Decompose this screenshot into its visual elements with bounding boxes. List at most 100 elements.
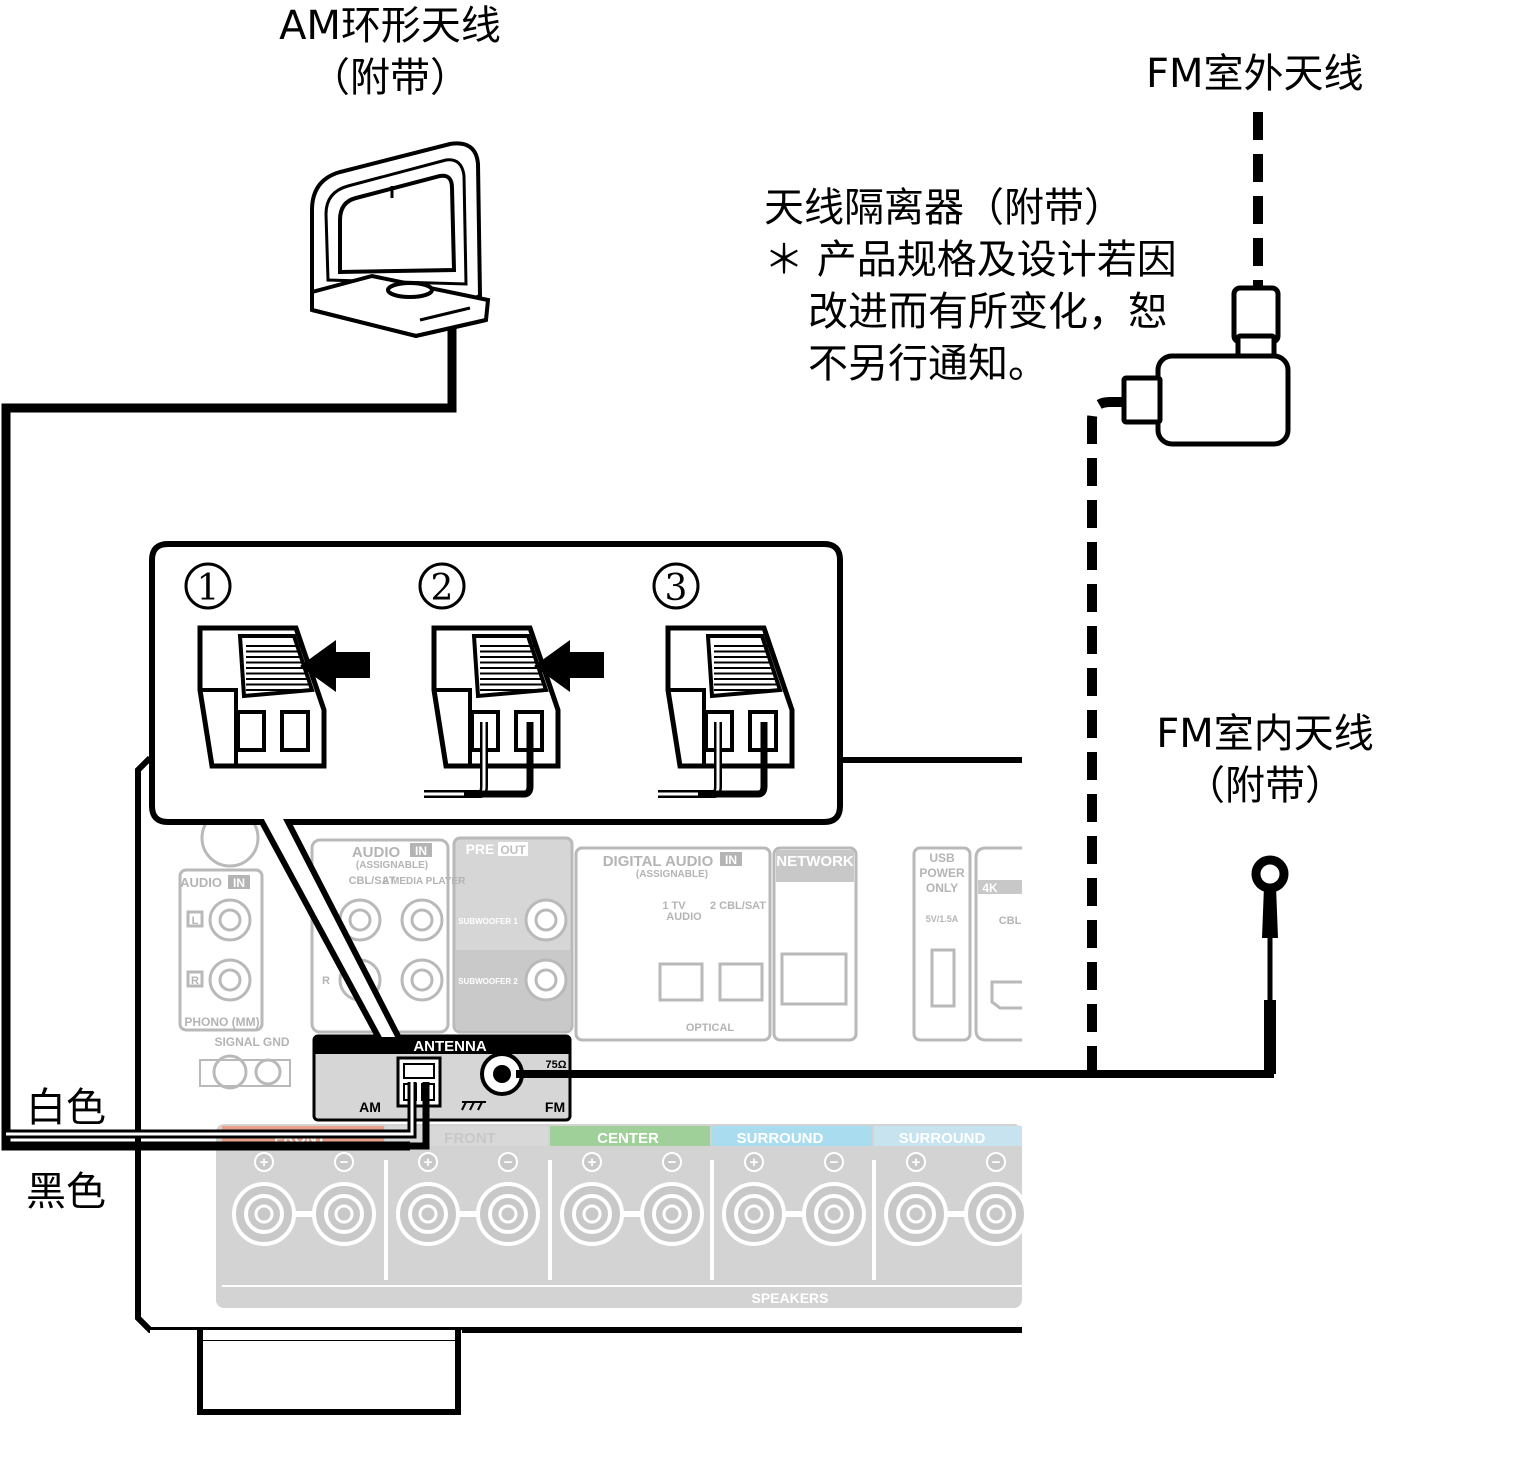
usb-port bbox=[930, 948, 956, 1008]
push-arrow-icon bbox=[534, 640, 604, 692]
step-2: 2 bbox=[418, 562, 604, 798]
hdmi-4k-label: 4K bbox=[982, 881, 998, 895]
subwoofer-1-label: SUBWOOFER 1 bbox=[458, 917, 518, 926]
usb-label-2: POWER bbox=[919, 866, 965, 880]
audio-in-label: AUDIO bbox=[352, 844, 401, 861]
receiver-foot bbox=[197, 1335, 461, 1415]
plus-sign: + bbox=[424, 1154, 433, 1171]
am-cable-white bbox=[6, 1082, 414, 1136]
usb-label-4: 5V/1.5A bbox=[926, 914, 959, 924]
center-label: CENTER bbox=[597, 1130, 659, 1147]
audio-in-left-block bbox=[178, 868, 264, 1032]
hdmi-cbl-label: CBL bbox=[999, 915, 1022, 927]
step-number: 1 bbox=[197, 568, 220, 609]
subwoofer-2-label: SUBWOOFER 2 bbox=[458, 977, 518, 986]
speaker-post: − bbox=[640, 1152, 704, 1246]
minus-sign: − bbox=[992, 1154, 1001, 1171]
audio-in-left-badge: IN bbox=[233, 876, 245, 890]
optical-port-1 bbox=[658, 962, 704, 1002]
receiver-body bbox=[135, 755, 1022, 1415]
push-arrow-icon bbox=[300, 640, 370, 692]
front-l-label: FRONT bbox=[444, 1130, 496, 1147]
plus-sign: + bbox=[912, 1154, 921, 1171]
isolator-caption: 天线隔离器（附带） ＊ 产品规格及设计若因 改进而有所变化，恕 不另行通知。 bbox=[764, 182, 1177, 390]
isolator-title: 天线隔离器（附带） bbox=[764, 185, 1124, 231]
r-badge bbox=[186, 970, 204, 988]
fm-terminal-label: FM bbox=[545, 1099, 565, 1115]
cbl-sat-label: CBL/SAT bbox=[349, 875, 396, 887]
digital-audio-block bbox=[574, 846, 772, 1042]
isolator-note-3: 不另行通知。 bbox=[808, 341, 1048, 387]
phono-label: PHONO (MM) bbox=[184, 1015, 259, 1029]
white-wire-label: 白色 bbox=[26, 1085, 106, 1131]
optical-2-label: 2 CBL/SAT bbox=[710, 900, 766, 912]
speaker-post: + bbox=[884, 1152, 948, 1246]
r-text-2: R bbox=[322, 975, 330, 987]
optical-port-2 bbox=[718, 962, 764, 1002]
plus-sign: + bbox=[260, 1154, 269, 1171]
jack-r bbox=[208, 958, 252, 1002]
optical-1-label-b: AUDIO bbox=[666, 911, 702, 923]
plus-sign: + bbox=[750, 1154, 759, 1171]
surround-r-label: SURROUND bbox=[737, 1130, 824, 1147]
black-wire-label: 黑色 bbox=[26, 1169, 106, 1215]
minus-sign: − bbox=[340, 1154, 349, 1171]
antenna-label: ANTENNA bbox=[413, 1038, 486, 1055]
usb-label-3: ONLY bbox=[926, 881, 958, 895]
fm-outdoor-caption: FM室外天线 bbox=[1146, 51, 1364, 97]
usb-label-1: USB bbox=[929, 851, 955, 865]
rear-panel-labels: AUDIO IN (ASSIGNABLE) CBL/SAT 2 MEDIA PL… bbox=[180, 841, 1021, 1049]
audio-in-assignable: (ASSIGNABLE) bbox=[356, 860, 428, 871]
step-3: 3 bbox=[652, 562, 795, 798]
optical-label: OPTICAL bbox=[686, 1022, 735, 1034]
pre-label: PRE bbox=[466, 841, 495, 857]
audio-in-badge: IN bbox=[415, 844, 427, 858]
out-badge: OUT bbox=[500, 843, 526, 857]
plus-sign: + bbox=[588, 1154, 597, 1171]
signal-gnd-label: SIGNAL GND bbox=[214, 1035, 289, 1049]
lan-port bbox=[780, 952, 848, 1006]
fm-indoor-antenna-icon bbox=[1251, 855, 1289, 1074]
surround-r-header bbox=[712, 1126, 872, 1146]
speaker-post: + bbox=[396, 1152, 460, 1246]
minus-sign: − bbox=[668, 1154, 677, 1171]
optical-1-label: 1 TV bbox=[662, 900, 686, 912]
am-antenna-note: （附带） bbox=[310, 55, 470, 101]
ohm-label: 75Ω bbox=[545, 1059, 566, 1071]
l-badge bbox=[186, 910, 204, 928]
speaker-post: + bbox=[560, 1152, 624, 1246]
speaker-terminals: FRONT FRONT CENTER SURROUND SURROUND SPE… bbox=[216, 1124, 1028, 1308]
signal-gnd-screw bbox=[212, 1054, 248, 1090]
hdmi-block bbox=[974, 846, 1022, 1042]
r-text: R bbox=[191, 975, 199, 987]
speaker-post: + bbox=[722, 1152, 786, 1246]
am-terminal-label: AM bbox=[359, 1099, 381, 1115]
surround-l-header bbox=[874, 1126, 1022, 1146]
surround-l-label: SURROUND bbox=[899, 1130, 986, 1147]
audio-in-left-label: AUDIO bbox=[180, 875, 222, 890]
fm-indoor-note: （附带） bbox=[1185, 763, 1345, 809]
antenna-terminal: ANTENNA AM FM 75Ω bbox=[312, 1034, 572, 1122]
network-label: NETWORK bbox=[776, 853, 854, 870]
step-1: 1 bbox=[184, 562, 370, 769]
center-header bbox=[550, 1126, 710, 1146]
l-text: L bbox=[192, 915, 199, 927]
fm-outdoor-cable bbox=[1087, 397, 1126, 1074]
fm-indoor-caption: FM室内天线 （附带） bbox=[1150, 708, 1380, 812]
am-cable-black bbox=[1, 320, 457, 1151]
isolator-note-2: 改进而有所变化，恕 bbox=[808, 289, 1168, 335]
antenna-isolator-icon bbox=[1121, 285, 1291, 447]
am-loop-antenna-icon bbox=[310, 141, 491, 339]
speaker-post: + bbox=[232, 1152, 296, 1246]
speakers-label: SPEAKERS bbox=[751, 1290, 828, 1306]
digital-audio-assignable: (ASSIGNABLE) bbox=[636, 869, 708, 880]
jack-l bbox=[208, 898, 252, 942]
media-player-label: 2 MEDIA PLAYER bbox=[383, 876, 466, 887]
rear-panel bbox=[178, 808, 1022, 1090]
digital-audio-label: DIGITAL AUDIO bbox=[603, 853, 714, 870]
speaker-post: − bbox=[312, 1152, 376, 1246]
usb-block bbox=[912, 846, 972, 1042]
fm-indoor-name: FM室内天线 bbox=[1156, 711, 1374, 757]
